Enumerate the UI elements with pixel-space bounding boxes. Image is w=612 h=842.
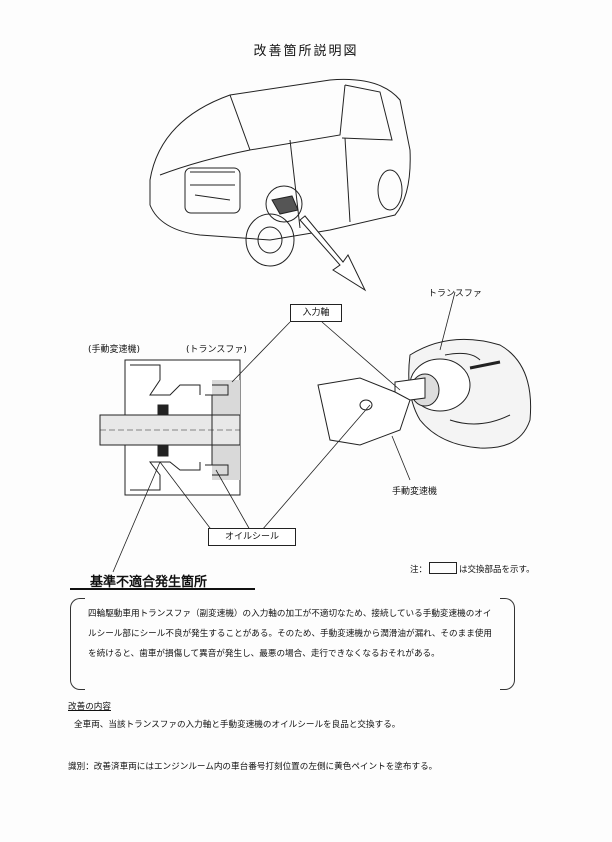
transfer-unit xyxy=(394,338,532,449)
label-manual-trans-right: 手動変速機 xyxy=(392,487,438,497)
label-transfer-right: トランスファ xyxy=(428,289,482,299)
leader-lines xyxy=(112,321,401,573)
bracket-left xyxy=(70,598,85,690)
improvement-heading: 改善の内容 xyxy=(68,702,111,712)
cross-section xyxy=(99,359,241,496)
legend-box xyxy=(429,562,458,574)
manual-trans-leader xyxy=(391,435,411,481)
note-prefix: 注： xyxy=(410,565,428,575)
note-suffix: は交換部品を示す。 xyxy=(459,565,535,575)
legend-note: 注： は交換部品を示す。 xyxy=(410,562,535,575)
bracket-right xyxy=(500,598,515,690)
page-title: 改善箇所説明図 xyxy=(253,44,359,59)
title-underline xyxy=(70,588,255,590)
label-manual-trans-left: (手動変速機) xyxy=(88,345,141,355)
description-text: 四輪駆動車用トランスファ（副変速機）の入力軸の加工が不適切なため、接続している手… xyxy=(88,609,492,659)
zoom-arrow xyxy=(299,215,367,292)
nonconformity-title: 基準不適合発生箇所 xyxy=(90,575,208,590)
label-oil-seal: オイルシール xyxy=(208,528,296,546)
transfer-leader xyxy=(439,291,456,351)
van-drawing xyxy=(149,78,411,267)
identification-text: 識別：改善済車両にはエンジンルーム内の車台番号打刻位置の左側に黄色ペイントを塗布… xyxy=(68,762,438,772)
label-input-shaft: 入力軸 xyxy=(290,304,342,322)
improvement-body: 全車両、当該トランスファの入力軸と手動変速機のオイルシールを良品と交換する。 xyxy=(74,720,401,730)
label-transfer-left: (トランスファ) xyxy=(186,345,247,355)
